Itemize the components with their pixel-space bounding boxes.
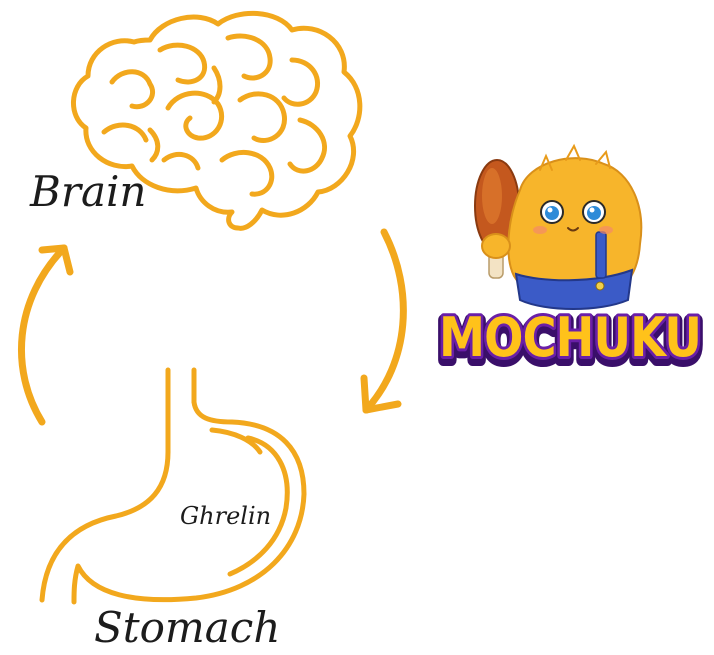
mochuku-mascot (475, 146, 641, 309)
mochuku-logo: MOCHUKU MOCHUKU MOCHUKU (439, 306, 701, 373)
brain-label: Brain (29, 167, 146, 216)
mascot-paw (482, 234, 510, 258)
stomach-outline-icon (42, 370, 304, 602)
stomach-label: Stomach (94, 603, 280, 652)
logo-text: MOCHUKU (439, 306, 701, 369)
curved-arrow-down-icon (364, 232, 403, 410)
ghrelin-label: Ghrelin (180, 502, 271, 530)
curved-arrow-up-icon (21, 248, 70, 422)
